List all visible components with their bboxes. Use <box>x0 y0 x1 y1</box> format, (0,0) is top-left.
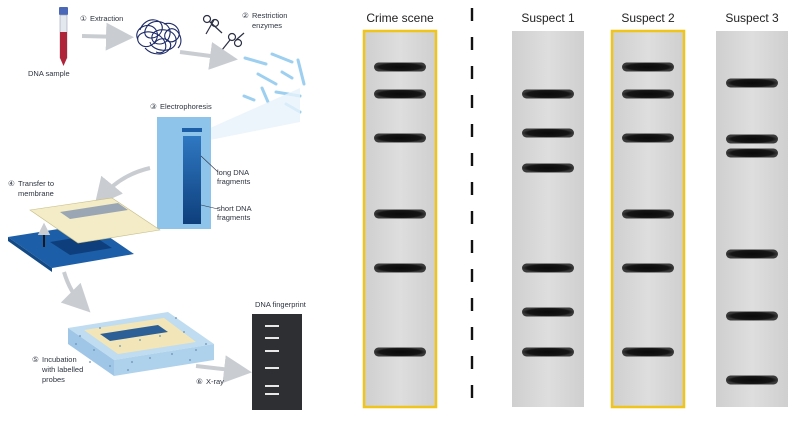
scissors-icon <box>221 32 245 51</box>
step-5-label-line3: probes <box>42 375 65 384</box>
dna-band <box>374 347 426 357</box>
arrow-extraction <box>81 22 134 51</box>
step-3-label: Electrophoresis <box>160 102 212 111</box>
step-1-number: ① <box>80 14 87 23</box>
membrane-transfer <box>8 197 161 272</box>
dna-band <box>522 347 574 357</box>
short-fragments-label-line1: short DNA <box>217 204 252 213</box>
dna-tangle-icon <box>136 19 182 55</box>
dna-band <box>622 263 674 273</box>
step-3-number: ③ <box>150 102 157 111</box>
gel-comparison-panel: Crime scene Suspect 1 Suspect 2 Suspect 3 <box>362 8 788 410</box>
step-5-label-line2: with labelled <box>41 365 83 374</box>
step-6-label: X-ray <box>206 377 224 386</box>
dna-band <box>522 128 574 138</box>
step-4-label-line1: Transfer to <box>18 179 54 188</box>
scissors-icon <box>202 14 223 35</box>
gel-lane-4: Suspect 3 <box>716 11 788 407</box>
gel-lane-2: Suspect 1 <box>512 11 584 407</box>
incubation-tray <box>68 312 214 376</box>
arrow-restriction <box>179 42 238 70</box>
long-fragments-label-line1: long DNA <box>217 168 249 177</box>
dna-band <box>522 263 574 273</box>
dna-band <box>374 133 426 143</box>
dna-band <box>374 62 426 72</box>
dna-band <box>522 89 574 99</box>
step-1-label: Extraction <box>90 14 123 23</box>
dna-fingerprint-film <box>252 314 302 410</box>
process-diagram: DNA sample ① Extraction ② Restricti <box>8 7 307 410</box>
dna-band <box>726 311 778 321</box>
gel-lane-1: Crime scene <box>362 11 438 409</box>
dna-band <box>726 148 778 158</box>
step-4-number: ④ <box>8 179 15 188</box>
dna-band <box>622 347 674 357</box>
lane-highlight-border <box>610 29 686 409</box>
long-fragments-label-line2: fragments <box>217 177 251 186</box>
step-2-number: ② <box>242 11 249 20</box>
step-5-number: ⑤ <box>32 355 39 364</box>
arrow-transfer <box>94 166 151 207</box>
dna-band <box>374 89 426 99</box>
dna-band <box>726 134 778 144</box>
lane-title: Suspect 1 <box>521 11 575 25</box>
arrow-incubation <box>60 271 91 313</box>
gel-lane-3: Suspect 2 <box>610 11 686 409</box>
electrophoresis-gel <box>157 117 219 229</box>
dna-band <box>522 307 574 317</box>
lane-title: Suspect 2 <box>621 11 675 25</box>
lane-title: Crime scene <box>366 11 434 25</box>
lane-highlight-border <box>362 29 438 409</box>
dna-fingerprint-label: DNA fingerprint <box>255 300 307 309</box>
lane-background <box>716 31 788 407</box>
dna-sample-tube <box>59 7 68 66</box>
dna-band <box>622 89 674 99</box>
step-2-label-line2: enzymes <box>252 21 282 30</box>
lane-title: Suspect 3 <box>725 11 779 25</box>
dna-band <box>622 133 674 143</box>
dna-band <box>726 249 778 259</box>
dna-band <box>374 263 426 273</box>
dna-band <box>726 78 778 88</box>
step-4-label-line2: membrane <box>18 189 54 198</box>
dna-band <box>726 375 778 385</box>
step-5-label-line1: Incubation <box>42 355 77 364</box>
dna-band <box>622 62 674 72</box>
arrow-xray <box>195 355 252 384</box>
dna-sample-label: DNA sample <box>28 69 70 78</box>
short-fragments-label-line2: fragments <box>217 213 251 222</box>
light-beam <box>210 88 300 140</box>
step-2-label-line1: Restriction <box>252 11 287 20</box>
dna-band <box>374 209 426 219</box>
dna-band <box>522 163 574 173</box>
step-6-number: ⑥ <box>196 377 203 386</box>
dna-band <box>622 209 674 219</box>
